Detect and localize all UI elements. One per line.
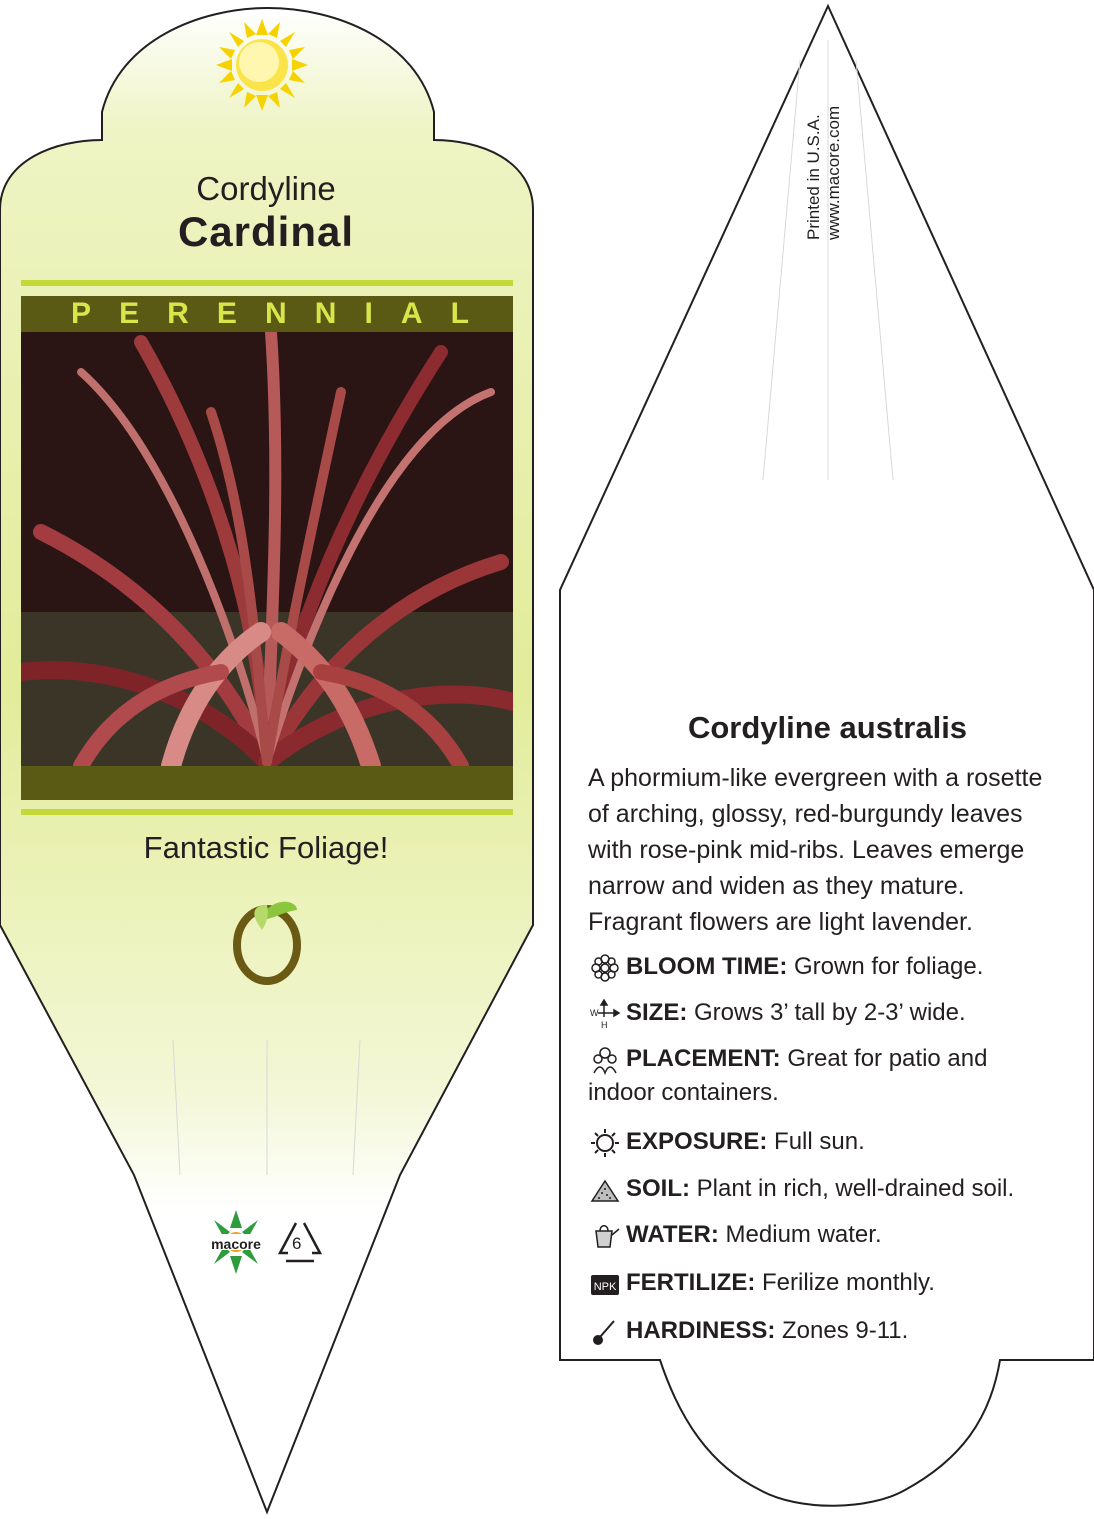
back-tag-outline: [559, 3, 1094, 1507]
info-bloom-time: BLOOM TIME: Grown for foliage.: [588, 950, 1048, 984]
info-value: Grown for foliage.: [793, 953, 984, 980]
plant-cultivar: Cardinal: [177, 208, 355, 255]
plant-photo: [21, 332, 513, 766]
info-value: Full sun.: [774, 1128, 865, 1155]
info-label: SIZE:: [626, 999, 688, 1026]
info-label: HARDINESS:: [626, 1317, 776, 1344]
category-label: P E R E N N I A L: [21, 296, 513, 332]
info-value: Ferilize monthly.: [762, 1269, 935, 1296]
website: www.macore.com: [824, 105, 843, 240]
info-value: Great for patio and indoor containers.: [588, 1045, 988, 1106]
info-value: Grows 3’ tall by 2-3’ wide.: [694, 999, 966, 1026]
info-exposure: EXPOSURE: Full sun.: [588, 1125, 1048, 1159]
info-value: Plant in rich, well-drained soil.: [696, 1175, 1015, 1202]
category-letter: E: [119, 297, 140, 330]
bottom-band: [21, 766, 513, 800]
category-letter: N: [264, 297, 287, 330]
info-label: SOIL:: [626, 1175, 690, 1202]
botanical-name: Cordyline australis: [687, 710, 968, 745]
watering-can-icon: [595, 1224, 620, 1248]
size-icon-w: W: [590, 1008, 599, 1018]
thermometer-icon: [593, 1319, 615, 1345]
info-value: Zones 9-11.: [782, 1317, 909, 1344]
info-fertilize: NPK FERTILIZE: Ferilize monthly.: [588, 1266, 1048, 1300]
category-letter: N: [314, 297, 337, 330]
info-size: W H SIZE: Grows 3’ tall by 2-3’ wide.: [588, 996, 1048, 1030]
macore-logo-text: macore: [211, 1236, 261, 1252]
info-label: FERTILIZE:: [626, 1269, 756, 1296]
category-letter: R: [167, 297, 189, 330]
npk-text: NPK: [594, 1281, 617, 1293]
print-info: Printed in U.S.A. www.macore.com: [804, 106, 844, 240]
category-letter: I: [364, 297, 373, 330]
sun-icon: [591, 1128, 619, 1157]
printed-in: Printed in U.S.A.: [804, 114, 823, 240]
macore-logo-icon: [204, 1210, 268, 1274]
info-water: WATER: Medium water.: [588, 1218, 1048, 1252]
info-hardiness: HARDINESS: Zones 9-11.: [588, 1314, 1048, 1348]
info-label: WATER:: [626, 1221, 719, 1248]
category-letter: L: [450, 297, 469, 330]
soil-icon: [590, 1179, 620, 1202]
info-value: Medium water.: [725, 1221, 882, 1248]
info-label: PLACEMENT:: [626, 1045, 781, 1072]
size-icon: W H: [590, 998, 621, 1029]
info-placement: PLACEMENT: Great for patio and indoor co…: [588, 1042, 1048, 1110]
category-letter: A: [400, 297, 423, 330]
plant-species: Cordyline: [196, 170, 336, 207]
size-icon-h: H: [601, 1020, 608, 1029]
recycle-icon: [277, 1222, 323, 1263]
npk-icon: NPK: [591, 1274, 619, 1295]
info-label: BLOOM TIME:: [626, 953, 788, 980]
category-letter: P: [71, 297, 92, 330]
sun-logo-icon: [216, 19, 308, 111]
recycle-number: 6: [292, 1234, 302, 1253]
placement-icon: [593, 1046, 617, 1075]
tagline: Fantastic Foliage!: [143, 830, 389, 865]
info-label: EXPOSURE:: [626, 1128, 768, 1155]
plant-description: A phormium-like evergreen with a rosette…: [588, 764, 1043, 936]
swirl-leaf-icon: [233, 901, 301, 985]
info-soil: SOIL: Plant in rich, well-drained soil.: [588, 1172, 1048, 1206]
category-letter: E: [216, 297, 237, 330]
flower-icon: [591, 953, 619, 982]
category-band: [21, 296, 513, 332]
